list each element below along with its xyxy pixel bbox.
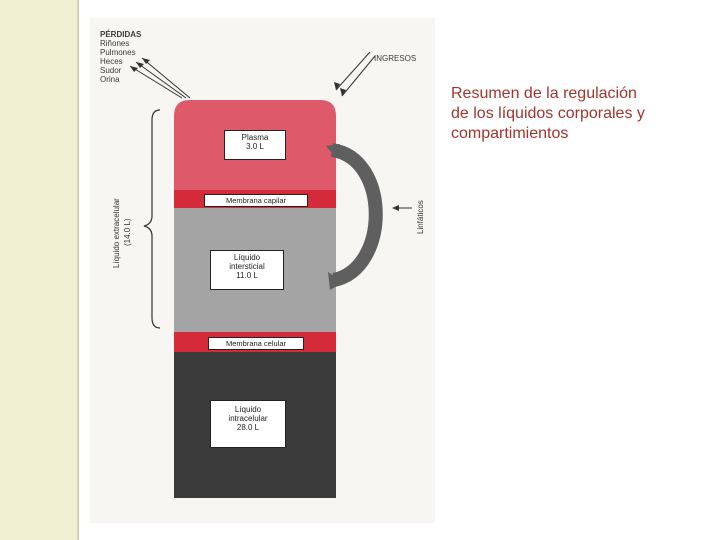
caption-line: de los líquidos corporales y: [451, 104, 683, 124]
plasma-volume: 3.0 L: [225, 142, 285, 151]
interstitial-label-box: Líquido intersticial 11.0 L: [210, 250, 284, 290]
lymphatics-label: Linfáticos: [416, 200, 425, 234]
lymph-curved-arrow: [332, 150, 376, 280]
slide-caption: Resumen de la regulación de los líquidos…: [451, 84, 683, 144]
loss-item: Heces: [100, 57, 141, 66]
intracellular-label-box: Líquido intracelular 28.0 L: [210, 400, 286, 448]
cell-membrane-label: Membrana celular: [208, 337, 304, 350]
intracellular-name-line1: Líquido: [211, 405, 285, 414]
extracellular-volume: (14.0 L): [123, 218, 132, 246]
extracellular-brace: [144, 110, 160, 328]
plasma-label-box: Plasma 3.0 L: [224, 130, 286, 160]
intracellular-volume: 28.0 L: [211, 423, 285, 432]
loss-item: Orina: [100, 75, 141, 84]
capillary-membrane-label: Membrana capilar: [204, 194, 308, 207]
interstitial-name-line2: intersticial: [211, 262, 283, 271]
fluid-compartments-figure: PÉRDIDAS Riñones Pulmones Heces Sudor Or…: [90, 18, 435, 523]
losses-list: PÉRDIDAS Riñones Pulmones Heces Sudor Or…: [100, 30, 141, 84]
caption-line: compartimientos: [451, 124, 683, 144]
loss-item: Riñones: [100, 39, 141, 48]
caption-line: Resumen de la regulación: [451, 84, 683, 104]
extracellular-label: Líquido extracelular: [112, 198, 121, 268]
loss-item: Pulmones: [100, 48, 141, 57]
interstitial-volume: 11.0 L: [211, 271, 283, 280]
left-decorative-bar: [0, 0, 79, 540]
ingresos-label: INGRESOS: [374, 54, 416, 63]
intracellular-name-line2: intracelular: [211, 414, 285, 423]
interstitial-name-line1: Líquido: [211, 253, 283, 262]
plasma-name: Plasma: [225, 133, 285, 142]
losses-title: PÉRDIDAS: [100, 30, 141, 39]
loss-item: Sudor: [100, 66, 141, 75]
